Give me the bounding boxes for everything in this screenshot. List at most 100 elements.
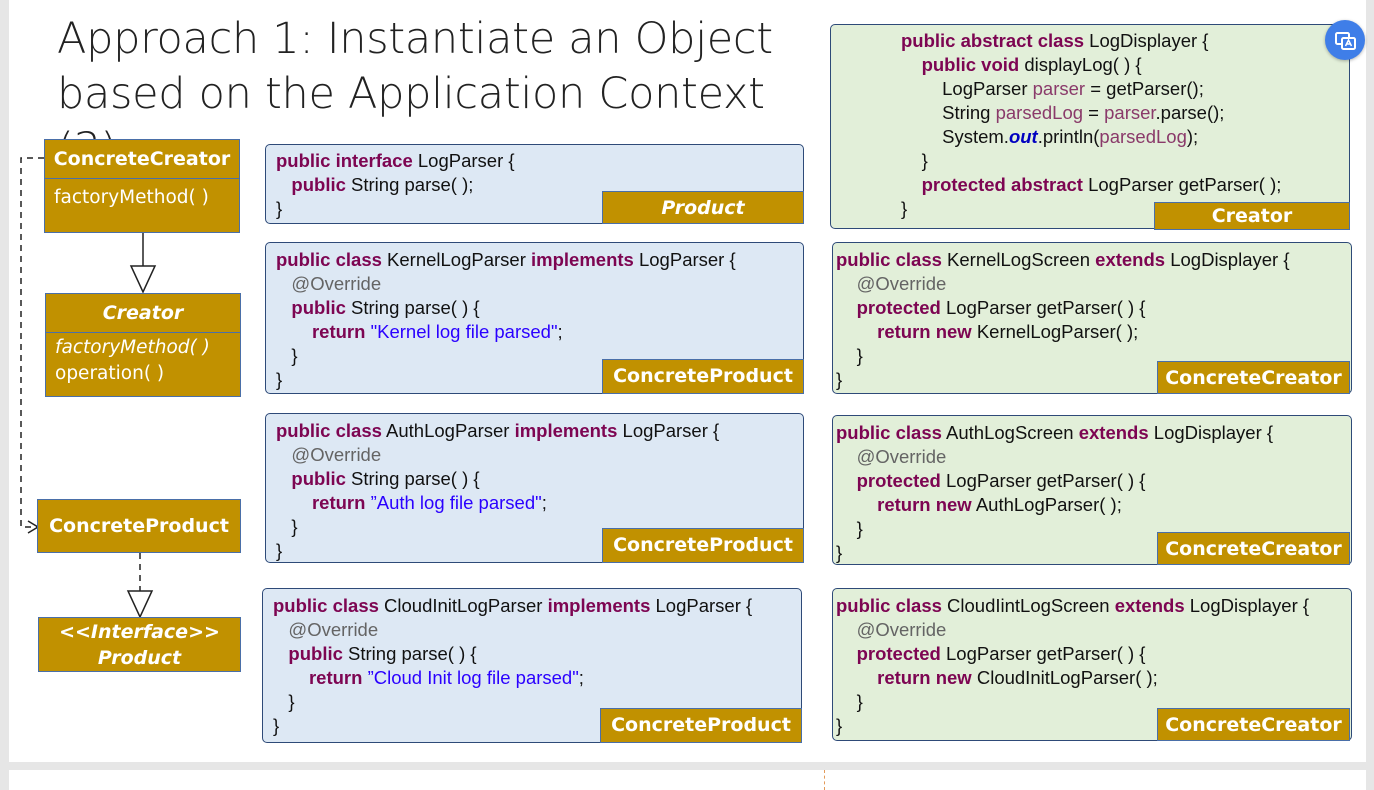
code-text: ;: [541, 492, 547, 513]
code-text: AuthLogScreen: [941, 422, 1079, 443]
uml-operation-abstract: factoryMethod( ): [55, 337, 210, 358]
uml-creator: Creator factoryMethod( ) operation( ): [45, 293, 241, 397]
role-tag-creator: Creator: [1154, 202, 1350, 230]
code-text: }: [276, 540, 283, 561]
code-box-auth-log-screen: public class AuthLogScreen extends LogDi…: [832, 415, 1352, 565]
code-keyword: public class: [276, 420, 382, 441]
code-line: protected abstract LogParser getParser( …: [901, 173, 1349, 197]
code-text: LogDisplayer {: [1165, 249, 1290, 270]
code-keyword: public abstract class: [901, 30, 1085, 51]
uml-divider: [46, 332, 240, 333]
code-text: }: [291, 516, 298, 537]
code-keyword: implements: [514, 420, 618, 441]
uml-class-name: Product: [97, 647, 182, 669]
code-text: }: [836, 369, 843, 390]
code-text: String parse( ) {: [345, 468, 480, 489]
code-text: String parse( ) {: [345, 297, 480, 318]
code-text: AuthLogParser( );: [971, 494, 1122, 515]
code-text: ;: [557, 321, 563, 342]
code-text: KernelLogParser: [381, 249, 532, 270]
code-line: }: [836, 690, 1351, 714]
code-text: }: [856, 345, 863, 366]
uml-class-name: ConcreteProduct: [49, 515, 229, 537]
code-line: protected LogParser getParser( ) {: [836, 469, 1351, 493]
code-keyword: protected abstract: [921, 174, 1083, 195]
code-text: }: [856, 518, 863, 539]
code-text: }: [288, 691, 295, 712]
code-keyword: public void: [921, 54, 1020, 75]
next-slide-preview: [9, 770, 1366, 790]
code-text: CloudInitLogParser: [378, 595, 548, 616]
role-tag-concrete-creator: ConcreteCreator: [1157, 361, 1350, 394]
code-text: LogParser {: [412, 150, 515, 171]
code-keyword: public: [291, 297, 346, 318]
code-line: @Override: [836, 618, 1351, 642]
code-line: return new AuthLogParser( );: [836, 493, 1351, 517]
code-line: String parsedLog = parser.parse();: [901, 101, 1349, 125]
realization-arrowhead: [126, 590, 154, 619]
code-line: public abstract class LogDisplayer {: [901, 29, 1349, 53]
role-tag-concrete-product: ConcreteProduct: [602, 359, 804, 394]
code-keyword: protected: [856, 297, 941, 318]
code-annotation: @Override: [291, 444, 382, 465]
code-keyword: protected: [856, 643, 941, 664]
code-keyword: public class: [276, 249, 382, 270]
code-text: }: [291, 345, 298, 366]
code-line: public interface LogParser {: [276, 149, 803, 173]
code-keyword: public class: [836, 595, 942, 616]
code-keyword: return: [311, 321, 366, 342]
role-tag-concrete-product: ConcreteProduct: [600, 708, 802, 743]
code-line: return new CloudInitLogParser( );: [836, 666, 1351, 690]
code-line: }: [901, 197, 1349, 221]
code-text: displayLog( ) {: [1019, 54, 1142, 75]
code-string: "Kernel log file parsed": [370, 321, 558, 342]
code-variable: parser: [1032, 78, 1086, 99]
uml-divider: [45, 178, 239, 179]
code-keyword: public class: [836, 422, 942, 443]
code-text: }: [273, 715, 280, 736]
inheritance-arrowhead: [129, 265, 157, 294]
code-line: }: [276, 539, 803, 562]
title-line-1: Approach 1: Instantiate an Object: [57, 14, 773, 64]
code-static-field: out: [1008, 126, 1038, 147]
code-text: );: [1186, 126, 1199, 147]
code-line: }: [276, 515, 803, 539]
code-line: public String parse( ) {: [276, 467, 803, 491]
code-keyword: implements: [531, 249, 634, 270]
code-line: public class KernelLogScreen extends Log…: [836, 248, 1351, 272]
code-keyword: return new: [877, 494, 972, 515]
code-text: }: [836, 715, 843, 736]
uml-concrete-product: ConcreteProduct: [37, 499, 241, 553]
role-tag-concrete-product: ConcreteProduct: [602, 528, 804, 563]
code-keyword: extends: [1114, 595, 1185, 616]
code-annotation: @Override: [291, 273, 382, 294]
code-text: .println(: [1037, 126, 1100, 147]
code-line: }: [901, 149, 1349, 173]
translate-button[interactable]: [1325, 20, 1365, 60]
code-line: public class AuthLogParser implements Lo…: [276, 419, 803, 443]
code-text: LogParser getParser( ) {: [940, 643, 1146, 664]
code-text: CloudIintLogScreen: [941, 595, 1115, 616]
code-line: }: [836, 714, 1351, 738]
code-keyword: return: [308, 667, 363, 688]
code-string: ”Auth log file parsed": [370, 492, 542, 513]
code-text: LogDisplayer {: [1084, 30, 1209, 51]
code-keyword: public class: [836, 249, 942, 270]
code-keyword: extends: [1095, 249, 1166, 270]
code-text: }: [901, 198, 908, 219]
uml-class-name: Creator: [102, 302, 184, 324]
code-line: @Override: [836, 445, 1351, 469]
code-line: }: [836, 368, 1351, 392]
code-annotation: @Override: [856, 619, 947, 640]
code-text: }: [921, 150, 928, 171]
code-keyword: public: [288, 643, 343, 664]
uml-stereotype: <<Interface>>: [59, 621, 220, 643]
translate-icon: [1335, 32, 1356, 50]
code-line: public class CloudIintLogScreen extends …: [836, 594, 1351, 618]
code-keyword: return new: [877, 667, 972, 688]
code-text: String: [942, 102, 996, 123]
code-keyword: protected: [856, 470, 941, 491]
code-line: public class AuthLogScreen extends LogDi…: [836, 421, 1351, 445]
code-line: }: [836, 517, 1351, 541]
